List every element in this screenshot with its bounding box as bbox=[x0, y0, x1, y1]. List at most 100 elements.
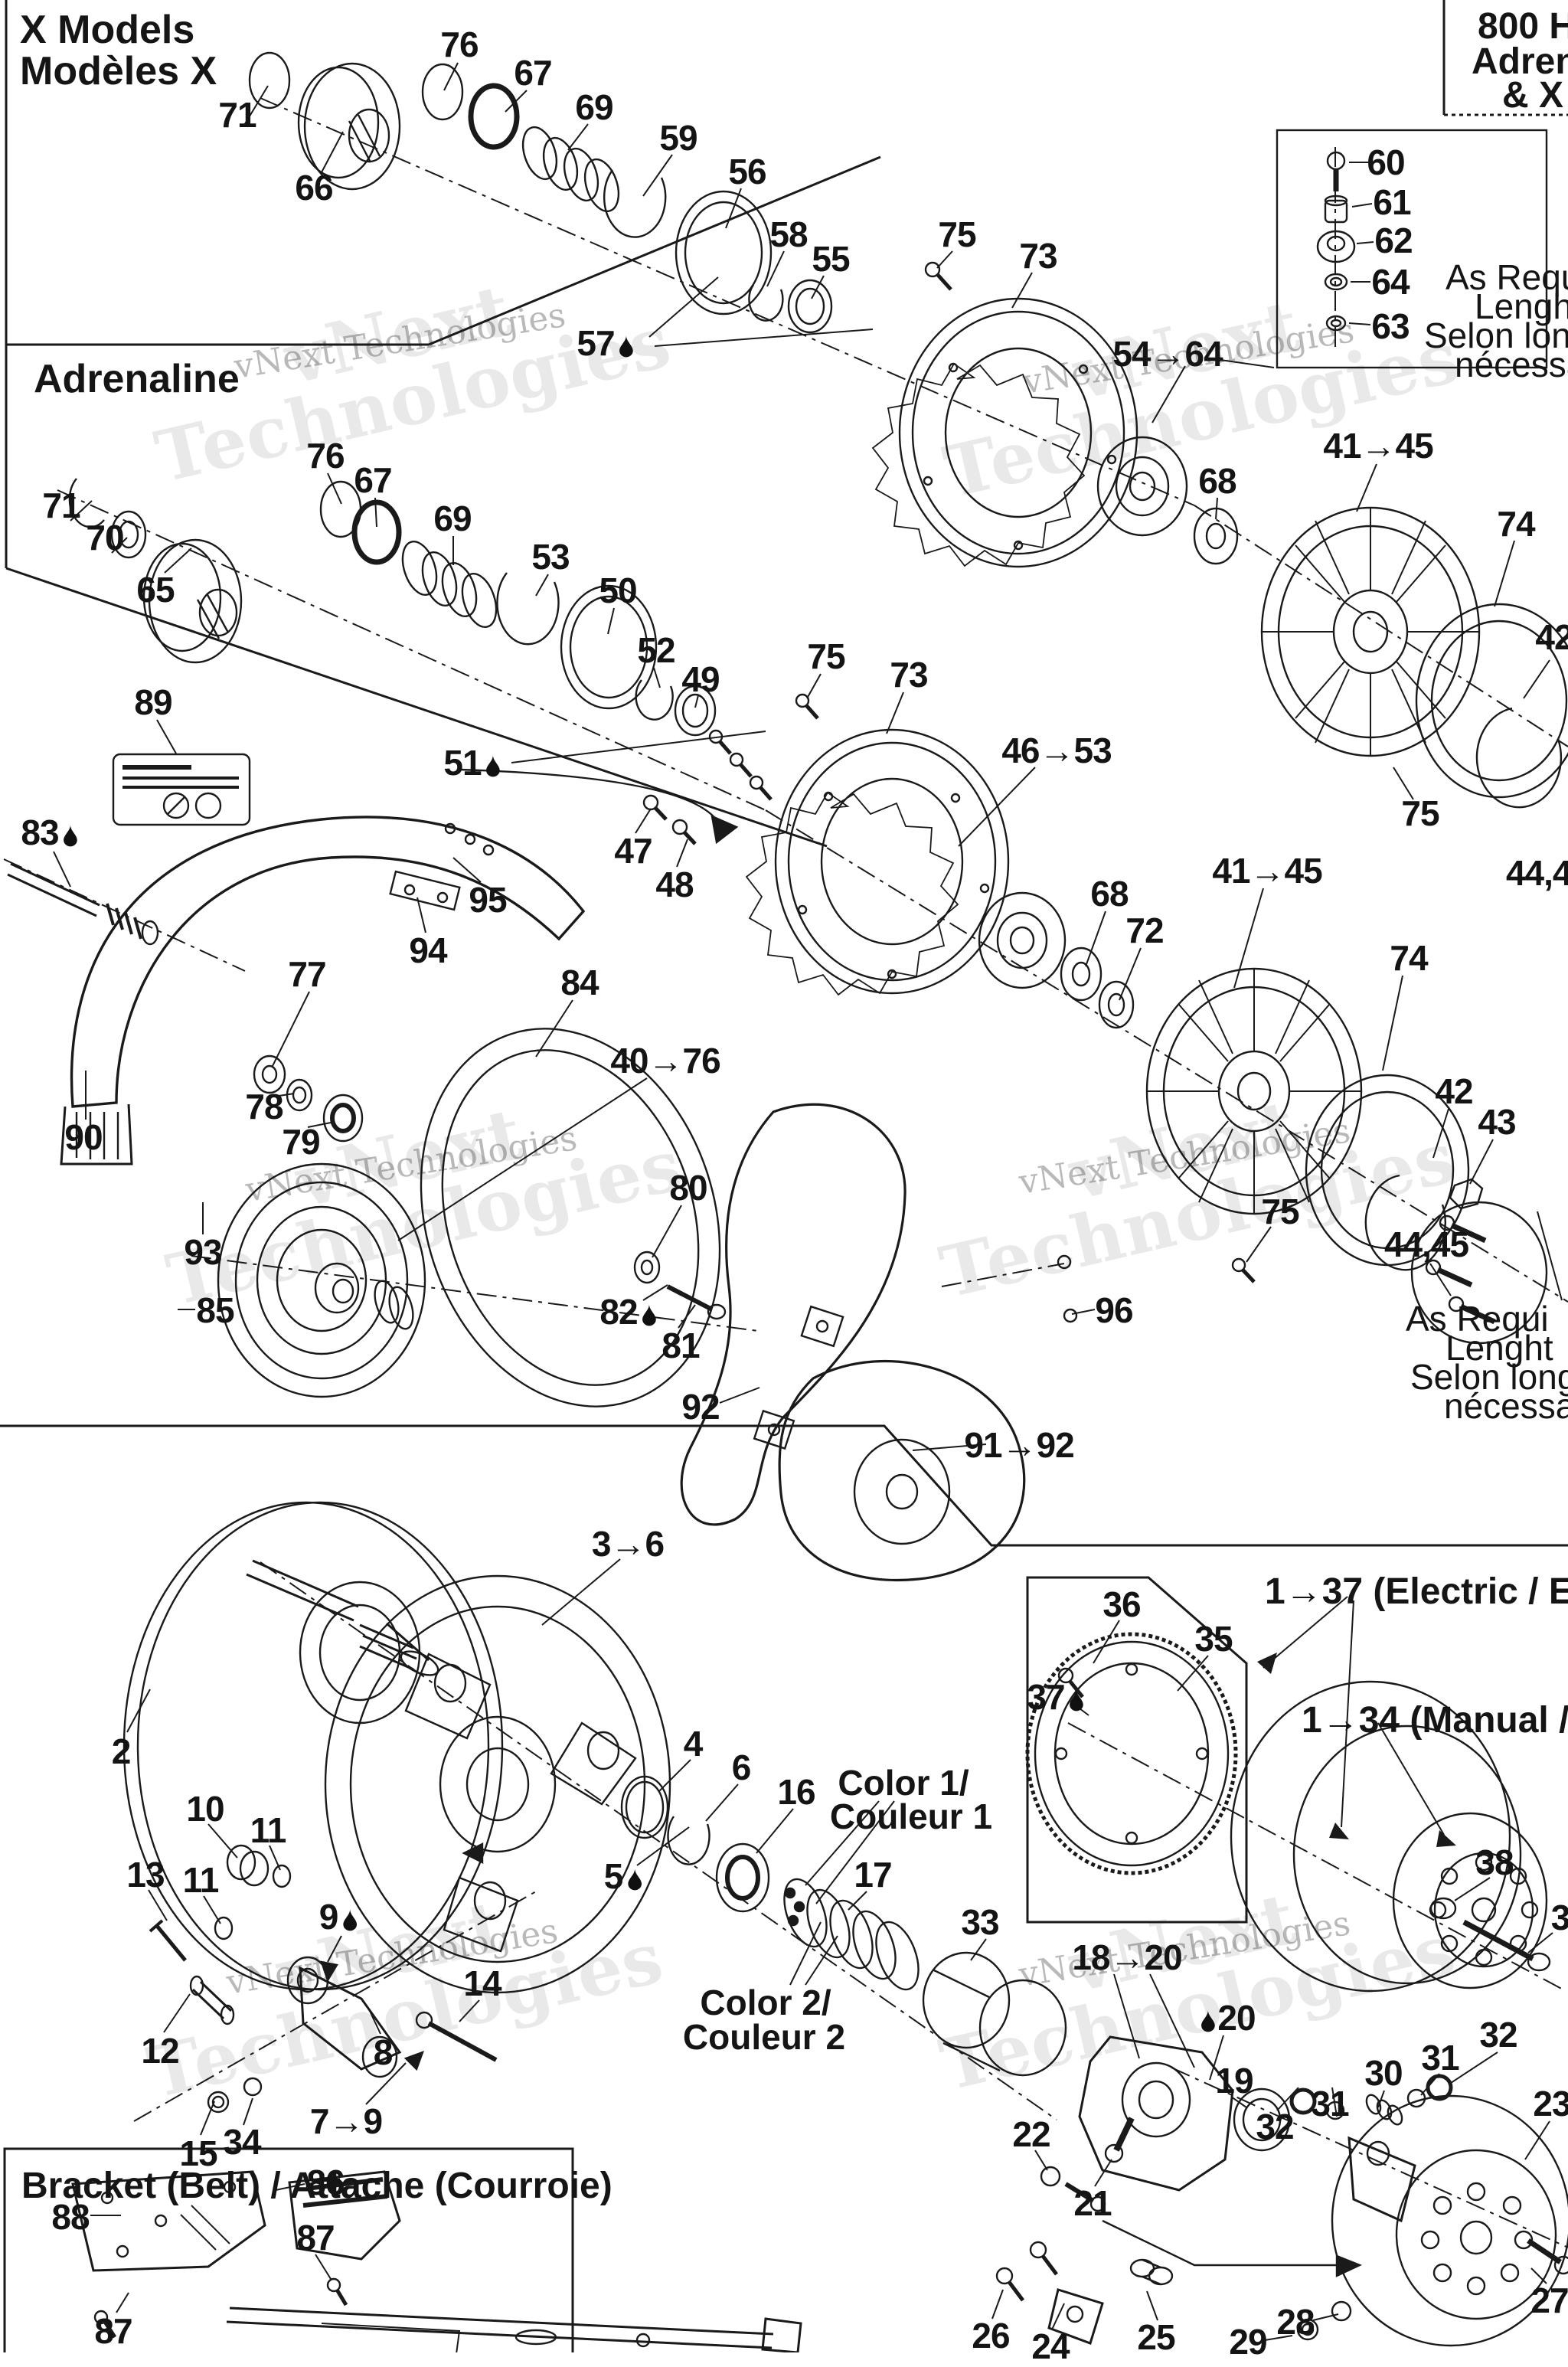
part-callout-76: 76 bbox=[440, 24, 479, 65]
drive-belt bbox=[420, 1028, 721, 1407]
part-number: 87 bbox=[94, 2311, 132, 2351]
part-callout-31: 31 bbox=[1421, 2037, 1459, 2078]
lubricant-drop-icon bbox=[62, 815, 80, 856]
part-number: 93 bbox=[184, 1232, 222, 1272]
as-required-note-1-line1: As Requ bbox=[1446, 257, 1568, 297]
part-number: 14 bbox=[463, 1963, 501, 2003]
part-number: 35 bbox=[1194, 1619, 1233, 1659]
part-callout-8: 8 bbox=[374, 2032, 394, 2073]
as-required-note-1-line3: Selon lon bbox=[1424, 315, 1568, 355]
primary-clutch-parts bbox=[122, 1501, 1291, 2212]
part-callout-65: 65 bbox=[136, 569, 175, 610]
part-callout-46-53: 46→53 bbox=[1001, 730, 1112, 771]
leader-lines bbox=[53, 62, 1563, 2341]
part-callout-53: 53 bbox=[531, 536, 570, 577]
part-number: 4 bbox=[683, 1724, 704, 1764]
part-number: 68 bbox=[1198, 461, 1236, 501]
part-number: 85 bbox=[196, 1290, 234, 1330]
part-number: 30 bbox=[1364, 2053, 1403, 2093]
part-number: 32 bbox=[1256, 2107, 1294, 2146]
part-number: 57 bbox=[577, 323, 615, 363]
part-number: 33 bbox=[961, 1902, 999, 1942]
part-number: 27 bbox=[1530, 2280, 1568, 2320]
part-number: 77 bbox=[288, 954, 326, 994]
part-number: 55 bbox=[812, 239, 850, 279]
part-callout-91-92: 91→92 bbox=[964, 1424, 1074, 1466]
part-callout-50: 50 bbox=[599, 570, 637, 611]
part-number: 49 bbox=[681, 659, 720, 699]
part-callout-55: 55 bbox=[812, 238, 850, 280]
part-number: 75 bbox=[938, 214, 976, 254]
part-number: 25 bbox=[1137, 2317, 1175, 2357]
part-number: 76 bbox=[440, 25, 479, 64]
part-callout-96: 96 bbox=[1095, 1290, 1133, 1331]
part-callout-22: 22 bbox=[1012, 2114, 1050, 2155]
part-number: 91→92 bbox=[964, 1425, 1074, 1465]
part-number: 52 bbox=[637, 630, 675, 670]
part-callout-58: 58 bbox=[769, 214, 808, 255]
part-number: 73 bbox=[1019, 236, 1057, 276]
part-number: 53 bbox=[531, 537, 570, 577]
flywheel-and-starter bbox=[995, 1632, 1568, 2347]
part-number: 47 bbox=[614, 831, 652, 871]
part-callout-41-45: 41→45 bbox=[1323, 425, 1433, 466]
part-callout-83: 83 bbox=[21, 812, 80, 856]
part-number: 66 bbox=[295, 168, 333, 208]
part-callout-27: 27 bbox=[1530, 2280, 1568, 2321]
part-callout-93: 93 bbox=[184, 1231, 222, 1273]
part-callout-74: 74 bbox=[1390, 937, 1428, 979]
part-callout-42: 42 bbox=[1535, 616, 1568, 658]
lubricant-drop-icon bbox=[1199, 2000, 1217, 2042]
part-number: 11 bbox=[250, 1810, 287, 1850]
part-callout-28: 28 bbox=[1276, 2301, 1315, 2342]
part-callout-90: 90 bbox=[64, 1116, 103, 1158]
page-title-line1: 800 H bbox=[1478, 6, 1568, 47]
part-callout-62: 62 bbox=[1374, 220, 1413, 261]
part-callout-2: 2 bbox=[112, 1731, 132, 1772]
page-title-line2: Adrena bbox=[1472, 41, 1568, 82]
part-number: 58 bbox=[769, 214, 808, 254]
part-callout-67: 67 bbox=[514, 52, 552, 93]
as-required-note-1-line2: Lengh bbox=[1475, 286, 1568, 326]
part-number: 9 bbox=[318, 1897, 339, 1937]
part-number: 42 bbox=[1435, 1071, 1473, 1111]
part-number: 11 bbox=[182, 1860, 220, 1900]
part-callout-68: 68 bbox=[1090, 873, 1129, 914]
part-number: 20 bbox=[1217, 1998, 1256, 2038]
section-title-x-models-fr: Modèles X bbox=[20, 49, 217, 93]
electric-start-range-note: 1→37 (Electric / Elect bbox=[1265, 1571, 1568, 1612]
part-callout-24: 24 bbox=[1031, 2326, 1070, 2367]
lubricant-drop-icon bbox=[485, 745, 502, 786]
part-callout-57: 57 bbox=[577, 322, 635, 367]
part-callout-26: 26 bbox=[972, 2315, 1010, 2356]
part-number: 44,45 bbox=[1383, 1224, 1469, 1264]
part-callout-71: 71 bbox=[218, 94, 256, 136]
part-number: 38 bbox=[1475, 1842, 1514, 1882]
part-number: 19 bbox=[1215, 2061, 1253, 2101]
part-callout-19: 19 bbox=[1215, 2060, 1253, 2101]
part-callout-9: 9 bbox=[319, 1896, 360, 1940]
part-number: 5 bbox=[603, 1856, 624, 1896]
governor-housing bbox=[1078, 2035, 1291, 2192]
part-number: 34 bbox=[223, 2122, 261, 2162]
part-number: 96 bbox=[1095, 1290, 1133, 1330]
part-callout-88: 88 bbox=[51, 2196, 90, 2238]
part-number: 79 bbox=[282, 1122, 320, 1162]
sliding-sheave bbox=[324, 1574, 671, 1994]
part-callout-69: 69 bbox=[575, 87, 613, 128]
part-callout-44-45: 44,45 bbox=[1383, 1224, 1469, 1265]
part-callout-31: 31 bbox=[1311, 2083, 1349, 2124]
part-callout-3-6: 3→6 bbox=[592, 1523, 665, 1564]
part-number: 21 bbox=[1073, 2183, 1112, 2223]
part-callout-84: 84 bbox=[560, 962, 599, 1003]
part-callout-72: 72 bbox=[1125, 910, 1164, 951]
part-callout-48: 48 bbox=[655, 864, 694, 905]
part-number: 75 bbox=[1401, 793, 1439, 833]
part-number: 70 bbox=[86, 518, 124, 557]
part-callout-95: 95 bbox=[469, 879, 507, 920]
part-number: 75 bbox=[807, 636, 845, 676]
part-number: 88 bbox=[51, 2197, 90, 2237]
part-number: 80 bbox=[669, 1168, 707, 1208]
part-number: 95 bbox=[469, 880, 507, 920]
part-number: 6 bbox=[731, 1747, 752, 1787]
